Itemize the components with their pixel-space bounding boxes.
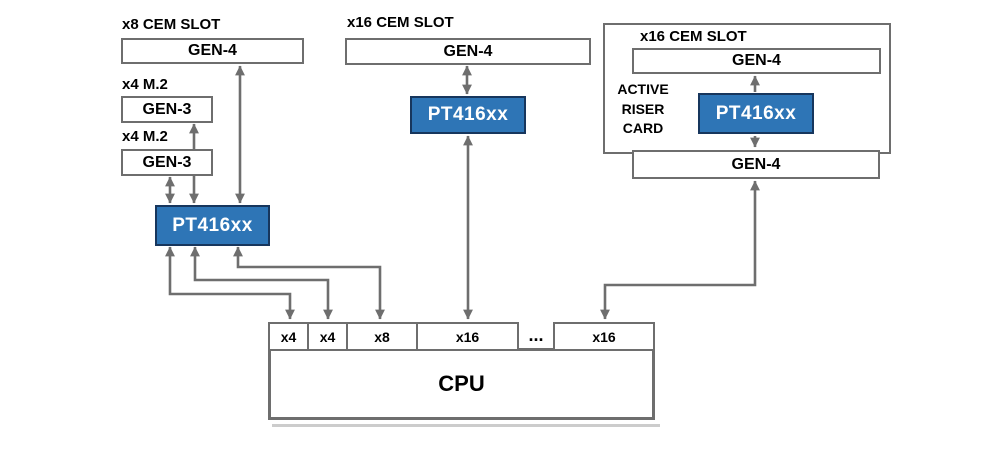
x16-cem-slot-label: x16 CEM SLOT [347,14,454,31]
m2-slot-bottom-label: x4 M.2 [122,128,168,145]
m2-gen3-top-box: GEN-3 [121,96,213,123]
x16-cem-gen4-box: GEN-4 [345,38,591,65]
active-riser-card-line3: CARD [622,120,664,136]
middle-retimer-chip: PT416xx [410,96,526,134]
cpu-port-x8: x8 [346,322,418,351]
m2-slot-top-label: x4 M.2 [122,76,168,93]
left-retimer-chip: PT416xx [155,205,270,246]
cpu-port-ellipsis: ... [528,325,544,345]
cpu-shadow-line [272,424,660,427]
m2-gen3-bottom-box: GEN-3 [121,149,213,176]
riser-retimer-chip: PT416xx [698,93,814,134]
x8-cem-slot-label: x8 CEM SLOT [122,16,221,33]
riser-gen4-bottom-box: GEN-4 [632,150,880,179]
link-riser-cpu-x16 [600,180,760,320]
riser-x16-cem-slot-label: x16 CEM SLOT [640,28,747,45]
cpu-box: CPU [268,348,655,420]
x8-cem-gen4-box: GEN-4 [121,38,304,64]
active-riser-card-line2: RISER [621,100,665,117]
link-retimer-cpu-x8 [233,246,385,320]
riser-gen4-top-box: GEN-4 [632,48,881,74]
cpu-port-x16-2: x16 [553,322,655,351]
cpu-port-x4-2: x4 [307,322,348,351]
cpu-port-x4-1: x4 [268,322,309,351]
link-retimer-cpu-x4-1 [165,246,295,320]
cpu-port-x16-1: x16 [416,322,519,351]
active-riser-card-line1: ACTIVE [617,81,669,97]
link-retimer-cpu-x4-2 [190,246,333,320]
active-riser-card-label: ACTIVE RISER CARD [608,80,678,139]
